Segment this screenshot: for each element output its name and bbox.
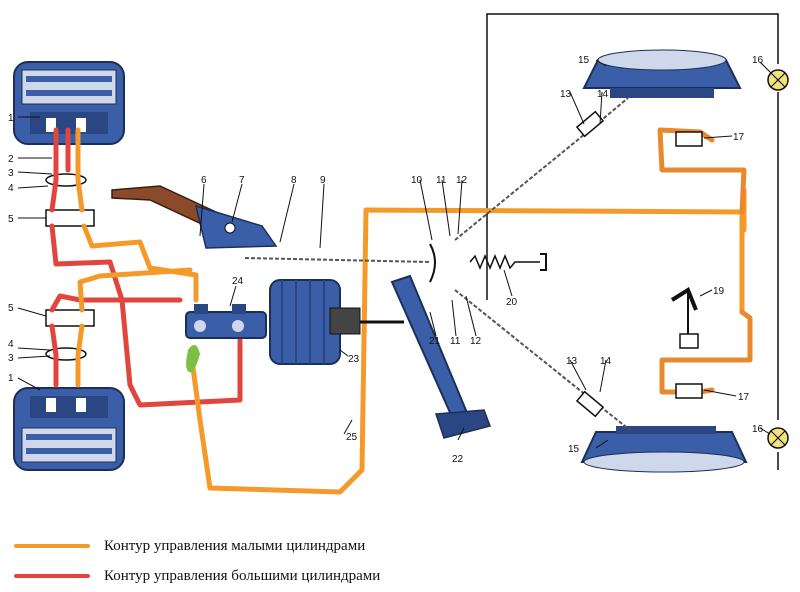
label-14-top: 14 [597, 89, 609, 100]
label-15-top: 15 [578, 55, 590, 66]
label-9: 9 [320, 175, 326, 186]
warning-lamp-upper [767, 69, 789, 91]
label-11-top: 11 [436, 175, 447, 186]
label-10: 10 [411, 175, 423, 186]
green-highlight [186, 344, 200, 373]
legend-item-large-cylinders: Контур управления большими цилиндрами [14, 566, 380, 586]
label-2: 2 [8, 154, 14, 165]
spring-bracket [540, 253, 547, 271]
label-24: 24 [232, 276, 244, 287]
tee-fitting-upper [45, 209, 95, 227]
tee-fitting-lower [45, 309, 95, 327]
label-17-bottom: 17 [738, 392, 750, 403]
equalizer-bracket [429, 243, 436, 283]
legend-item-small-cylinders: Контур управления малыми цилиндрами [14, 536, 365, 556]
rear-brake-pipes [657, 127, 753, 395]
label-14-bottom: 14 [600, 356, 612, 367]
label-1: 1 [8, 113, 14, 124]
legend-label-large-cylinders: Контур управления большими цилиндрами [104, 567, 381, 584]
label-5-upper: 5 [8, 214, 14, 225]
leader-lines [17, 59, 773, 449]
cable-sleeve-upper [575, 110, 605, 138]
label-4: 4 [8, 183, 14, 194]
rear-brake-drum-top [582, 49, 742, 98]
rear-brake-drum-bottom [580, 426, 748, 473]
orange-circuit [75, 127, 747, 495]
parking-brake-cables [244, 97, 631, 431]
rear-fitting-lower [675, 383, 703, 399]
label-21: 21 [429, 336, 441, 347]
label-12-top: 12 [456, 175, 468, 186]
label-12-bottom: 12 [470, 336, 482, 347]
label-20: 20 [506, 297, 518, 308]
warning-lamp-lower [767, 427, 789, 449]
brake-system-diagram: 1 2 3 4 5 5 4 3 1 6 7 8 9 10 11 12 13 14… [8, 13, 789, 495]
label-19: 19 [713, 286, 725, 297]
brake-pedal [360, 274, 491, 439]
return-spring [469, 254, 540, 270]
label-5-lower: 5 [8, 303, 14, 314]
label-13-bottom: 13 [566, 356, 578, 367]
legend-label-small-cylinders: Контур управления малыми цилиндрами [104, 537, 366, 554]
sensor-wire [486, 13, 779, 470]
label-13-top: 13 [560, 89, 572, 100]
pressure-sensor [670, 287, 699, 349]
label-16-top: 16 [752, 55, 764, 66]
front-brake-caliper-bottom [13, 387, 125, 471]
master-cylinder [185, 304, 267, 339]
rear-fitting-upper [675, 131, 703, 147]
label-25: 25 [346, 432, 358, 443]
label-7: 7 [239, 175, 245, 186]
label-16-bottom: 16 [752, 424, 764, 435]
label-23: 23 [348, 354, 360, 365]
label-3: 3 [8, 168, 14, 179]
vacuum-booster [269, 279, 361, 365]
label-8: 8 [291, 175, 297, 186]
label-11-bottom: 11 [450, 336, 461, 347]
label-6: 6 [201, 175, 207, 186]
front-brake-caliper-top [13, 61, 125, 145]
label-22: 22 [452, 454, 464, 465]
hose-clamp-upper [45, 173, 87, 187]
label-15-bottom: 15 [568, 444, 580, 455]
red-circuit [49, 127, 243, 408]
label-4-lower: 4 [8, 339, 14, 350]
hand-brake-lever [111, 185, 278, 249]
label-3-lower: 3 [8, 353, 14, 364]
hose-clamp-lower [45, 347, 87, 361]
cable-sleeve-lower [575, 390, 605, 418]
legend: Контур управления малыми цилиндрами Конт… [0, 530, 800, 592]
legend-swatch-orange [14, 544, 90, 548]
label-17-top: 17 [733, 132, 745, 143]
legend-swatch-red [14, 574, 90, 578]
label-1-lower: 1 [8, 373, 14, 384]
